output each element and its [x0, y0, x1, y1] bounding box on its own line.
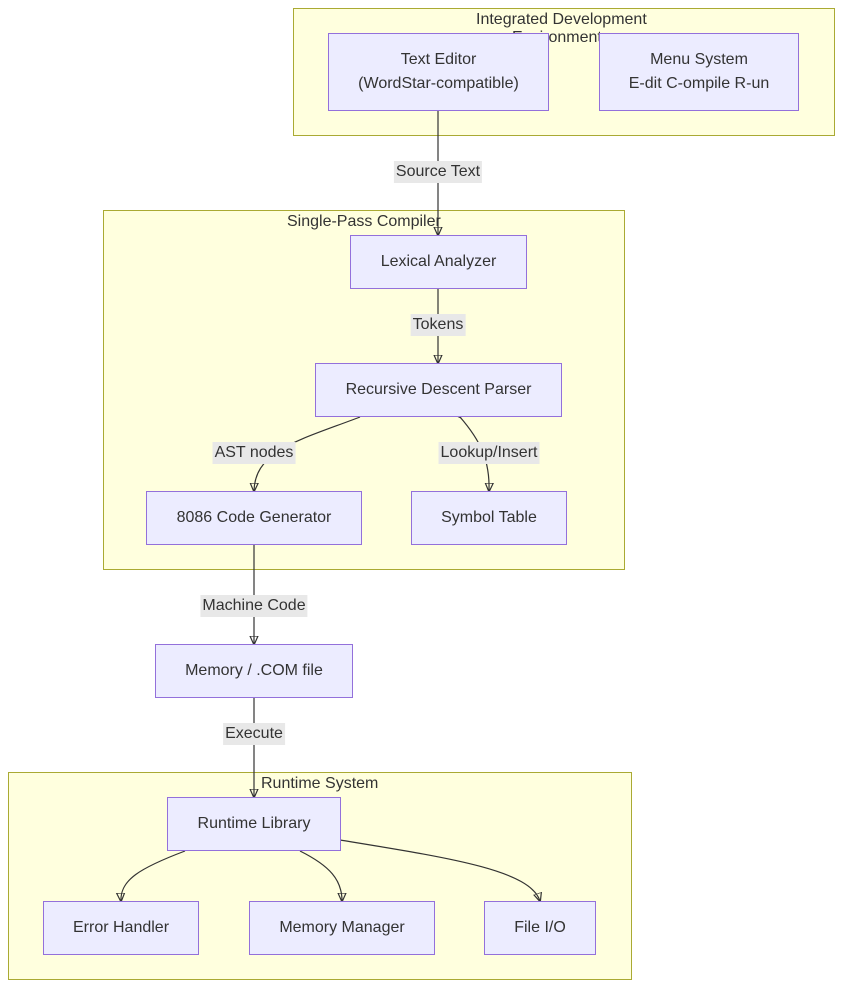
- node-memory-com-label: Memory / .COM file: [185, 662, 323, 679]
- node-error-handler-label: Error Handler: [72, 919, 170, 936]
- edge-label-execute: Execute: [223, 723, 285, 745]
- node-file-io-label: File I/O: [514, 919, 566, 936]
- node-text-editor[interactable]: Text Editor (WordStar-compatible): [328, 33, 549, 111]
- node-menu-system-line2: E-dit C-ompile R-un: [628, 75, 770, 92]
- node-menu-system-line1: Menu System: [650, 51, 748, 68]
- cluster-runtime-title: Runtime System: [261, 775, 379, 792]
- cluster-compiler-title: Single-Pass Compiler: [287, 213, 441, 230]
- node-symbol-table[interactable]: Symbol Table: [411, 491, 567, 545]
- node-memory-com[interactable]: Memory / .COM file: [155, 644, 353, 698]
- node-code-generator[interactable]: 8086 Code Generator: [146, 491, 362, 545]
- node-symbol-table-label: Symbol Table: [441, 509, 537, 526]
- node-lexical-analyzer[interactable]: Lexical Analyzer: [350, 235, 527, 289]
- cluster-ide-title-line1: Integrated Development: [476, 11, 647, 28]
- edge-label-ast-nodes: AST nodes: [212, 442, 296, 464]
- edge-label-tokens: Tokens: [410, 314, 466, 336]
- node-menu-system[interactable]: Menu System E-dit C-ompile R-un: [599, 33, 799, 111]
- node-code-generator-label: 8086 Code Generator: [176, 509, 332, 526]
- node-error-handler[interactable]: Error Handler: [43, 901, 199, 955]
- node-text-editor-line2: (WordStar-compatible): [358, 75, 519, 92]
- node-runtime-library[interactable]: Runtime Library: [167, 797, 341, 851]
- edge-label-source-text: Source Text: [393, 161, 483, 183]
- node-runtime-library-label: Runtime Library: [197, 815, 311, 832]
- node-parser[interactable]: Recursive Descent Parser: [315, 363, 562, 417]
- edge-label-lookup-insert: Lookup/Insert: [438, 442, 540, 464]
- node-memory-manager-label: Memory Manager: [279, 919, 405, 936]
- edge-label-machine-code: Machine Code: [200, 595, 308, 617]
- node-memory-manager[interactable]: Memory Manager: [249, 901, 435, 955]
- node-file-io[interactable]: File I/O: [484, 901, 596, 955]
- node-lexical-analyzer-label: Lexical Analyzer: [380, 253, 497, 270]
- node-text-editor-line1: Text Editor: [400, 51, 477, 68]
- node-parser-label: Recursive Descent Parser: [345, 381, 532, 398]
